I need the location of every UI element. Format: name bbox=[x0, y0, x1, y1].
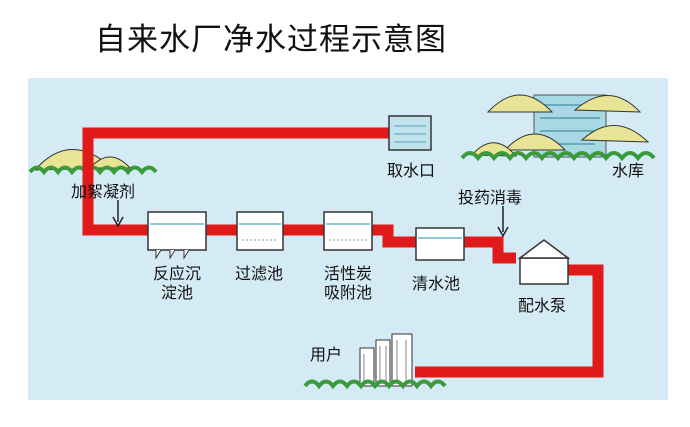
label-settling: 反应沉 淀池 bbox=[150, 264, 204, 302]
label-reservoir: 水库 bbox=[612, 161, 645, 180]
label-intake: 取水口 bbox=[387, 161, 436, 180]
label-filter: 过滤池 bbox=[235, 264, 284, 283]
settling-tank bbox=[147, 211, 207, 260]
label-coagulant: 加絮凝剂 bbox=[71, 182, 136, 201]
label-pump: 配水泵 bbox=[518, 296, 567, 315]
pump-house bbox=[517, 239, 571, 285]
label-clear-water: 清水池 bbox=[412, 274, 461, 293]
reservoir-graphic bbox=[460, 94, 656, 162]
label-carbon-line2: 吸附池 bbox=[323, 283, 372, 302]
filter-tank bbox=[236, 211, 284, 251]
label-disinfect: 投药消毒 bbox=[458, 188, 523, 207]
label-user: 用户 bbox=[310, 345, 343, 364]
pipeline bbox=[82, 127, 604, 378]
diagram-title: 自来水厂净水过程示意图 bbox=[95, 22, 447, 58]
label-settling-line2: 淀池 bbox=[160, 283, 193, 302]
clear-water-tank bbox=[415, 227, 465, 261]
user-buildings bbox=[303, 333, 447, 390]
label-carbon: 活性炭 吸附池 bbox=[320, 264, 376, 302]
label-settling-line1: 反应沉 bbox=[152, 264, 201, 283]
intake-box bbox=[388, 115, 432, 151]
label-carbon-line1: 活性炭 bbox=[323, 264, 372, 283]
carbon-tank bbox=[323, 211, 373, 251]
